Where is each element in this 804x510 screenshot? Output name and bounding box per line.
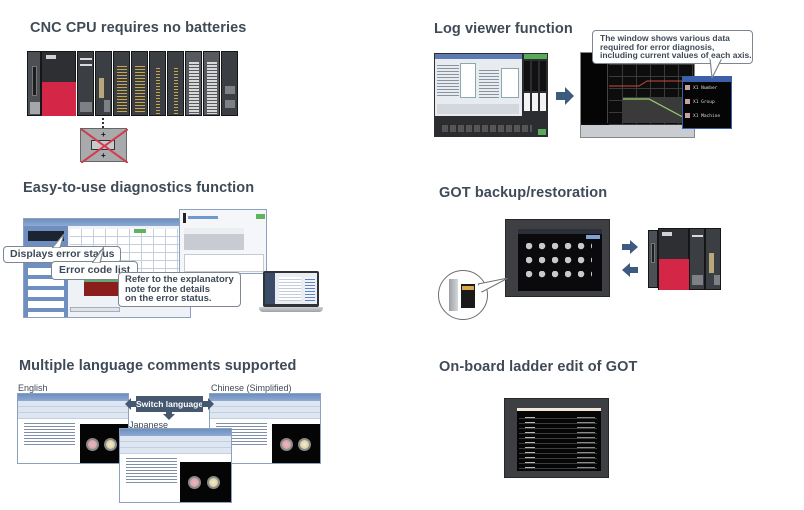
- log-viewer-heading: Log viewer function: [434, 21, 573, 37]
- arrow-down-icon: [163, 411, 175, 420]
- io-module: [95, 51, 112, 116]
- popup-item: X1 Group: [685, 99, 715, 105]
- sd-card-icon: [461, 284, 475, 308]
- bubble-pointer: [478, 278, 508, 293]
- diagnostics-detail-window: [179, 209, 267, 274]
- io-module: [77, 51, 94, 116]
- arrow-right-icon: [622, 240, 638, 254]
- explanatory-note-callout: Refer to the explanatory note for the de…: [118, 272, 241, 307]
- japanese-editor-window: [119, 428, 232, 503]
- popup-item: X1 Number: [685, 85, 717, 91]
- languages-heading: Multiple language comments supported: [19, 358, 297, 374]
- callout-pointer: [92, 247, 104, 263]
- arrow-right-icon: [202, 398, 214, 410]
- io-module: [131, 51, 148, 116]
- axis-values-popup: X1 Number X1 Group X1 Machine: [682, 76, 732, 129]
- got-touch-panel-image: [505, 219, 610, 297]
- cnc-cpu-module: [41, 51, 76, 116]
- usb-memory-icon: [449, 279, 458, 311]
- english-label: English: [18, 383, 48, 393]
- log-viewer-callout: The window shows various data required f…: [592, 30, 753, 64]
- diagnostics-heading: Easy-to-use diagnostics function: [23, 180, 255, 196]
- cnc-cpu-heading: CNC CPU requires no batteries: [30, 20, 247, 36]
- japanese-label: Japanese: [129, 420, 169, 430]
- popup-item: X1 Machine: [685, 113, 720, 119]
- power-module: [27, 51, 41, 116]
- got-backup-heading: GOT backup/restoration: [439, 185, 608, 201]
- callout-line: The window shows various data: [600, 33, 730, 43]
- got-ladder-edit-image: [504, 398, 609, 478]
- io-module: [203, 51, 220, 116]
- cnc-operation-screen-image: [434, 53, 548, 137]
- ladder-edit-heading: On-board ladder edit of GOT: [439, 359, 638, 375]
- plc-rack-image: [27, 51, 239, 119]
- network-module: [221, 51, 238, 116]
- plc-rack-small-image: [648, 228, 724, 290]
- io-module: [113, 51, 130, 116]
- callout-line: required for error diagnosis,: [600, 41, 715, 52]
- io-module: [149, 51, 166, 116]
- callout-line: note for the details: [125, 283, 210, 295]
- battery-crossed-out-icon: + +: [80, 128, 128, 163]
- arrow-left-icon: [125, 398, 137, 410]
- english-editor-window: [17, 393, 129, 464]
- callout-line: including current values of each axis.: [600, 50, 752, 60]
- chinese-label: Chinese (Simplified): [211, 383, 292, 393]
- io-module: [167, 51, 184, 116]
- callout-line: on the error status.: [125, 293, 212, 304]
- battery-connector-line: [102, 118, 104, 128]
- arrow-left-icon: [622, 263, 638, 277]
- arrow-right-icon: [556, 87, 574, 105]
- callout-pointer: [709, 58, 723, 78]
- storage-media-bubble: [438, 270, 488, 320]
- log-viewer-graph-image: [580, 52, 695, 138]
- switch-languages-label: Switch languages: [136, 396, 208, 412]
- laptop-image: [259, 271, 323, 313]
- io-module: [185, 51, 202, 116]
- callout-line: Refer to the explanatory: [125, 274, 234, 285]
- callout-pointer: [52, 234, 64, 248]
